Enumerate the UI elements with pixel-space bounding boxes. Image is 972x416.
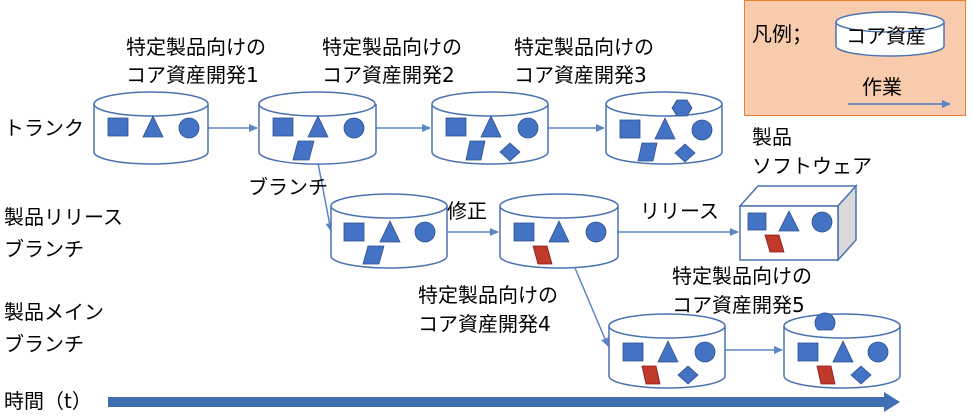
asset-cylinder-trunk-1 <box>93 91 209 165</box>
lane-main-label-line1: 製品メイン <box>4 300 104 324</box>
square-shape <box>272 117 294 137</box>
square-shape <box>343 222 365 242</box>
legend-work-label: 作業 <box>862 75 902 99</box>
circle-shape <box>691 119 713 141</box>
circle-shape <box>517 117 539 139</box>
parallelogram-shape <box>362 245 385 265</box>
diamond-shape <box>677 365 699 385</box>
lane-main-label-line2: ブランチ <box>4 332 84 356</box>
branch-label: ブランチ <box>248 175 328 199</box>
dev2-label-line2: コア資産開発2 <box>322 63 455 87</box>
asset-cylinder-main-1 <box>608 313 726 389</box>
parallelogram-shape <box>292 140 315 161</box>
triangle-shape <box>379 220 401 243</box>
fix-label: 修正 <box>447 199 487 223</box>
square-shape <box>513 222 535 242</box>
triangle-shape <box>832 340 854 363</box>
legend-asset-label: コア資産 <box>846 24 926 48</box>
circle-shape <box>867 341 889 363</box>
triangle-shape <box>307 115 329 138</box>
square-shape <box>445 117 467 137</box>
square-shape <box>747 212 767 231</box>
legend-title: 凡例； <box>752 22 812 46</box>
release-label: リリース <box>640 199 719 223</box>
circle-shape <box>585 221 607 243</box>
square-shape <box>619 119 641 139</box>
square-shape <box>107 117 129 137</box>
modified-parallelogram-shape <box>532 245 553 265</box>
circle-shape <box>343 117 365 139</box>
dev5-label-line2: コア資産開発5 <box>672 293 805 317</box>
circle-shape <box>811 211 833 233</box>
hexagon-shape <box>671 99 693 117</box>
asset-cylinder-trunk-3 <box>431 91 549 165</box>
triangle-shape <box>142 115 164 138</box>
parallelogram-shape <box>465 140 486 161</box>
dev3-label-line1: 特定製品向けの <box>514 35 654 59</box>
triangle-shape <box>778 210 800 232</box>
timeline-arrow <box>108 392 900 412</box>
circle-shape <box>414 221 436 243</box>
dev4-label-line2: コア資産開発4 <box>418 312 551 336</box>
product-label-line2: ソフトウェア <box>752 154 872 178</box>
asset-cylinder-trunk-4 <box>605 91 723 165</box>
dev5-label-line1: 特定製品向けの <box>672 264 812 288</box>
asset-cylinder-fixed <box>499 193 619 269</box>
dev1-label-line2: コア資産開発1 <box>126 63 259 87</box>
lane-trunk-label: トランク <box>4 116 84 140</box>
arrow-dev4 <box>574 267 609 347</box>
square-shape <box>797 342 819 362</box>
dev3-label-line2: コア資産開発3 <box>514 63 647 87</box>
half-circle-shape <box>814 312 836 331</box>
asset-cylinder-trunk-2 <box>258 91 377 165</box>
product-software-box <box>738 184 858 262</box>
asset-cylinder-release <box>330 193 448 269</box>
triangle-shape <box>654 117 676 140</box>
modified-parallelogram-shape <box>816 365 836 385</box>
diamond-shape <box>850 365 872 385</box>
modified-parallelogram-shape <box>764 234 785 253</box>
circle-shape <box>178 117 200 139</box>
dev2-label-line1: 特定製品向けの <box>322 35 462 59</box>
diamond-shape <box>499 142 521 162</box>
dev1-label-line1: 特定製品向けの <box>126 35 266 59</box>
modified-parallelogram-shape <box>641 365 661 385</box>
dev4-label-line1: 特定製品向けの <box>418 283 558 307</box>
lane-release-label-line2: ブランチ <box>4 237 84 261</box>
circle-shape <box>694 341 716 363</box>
parallelogram-shape <box>637 142 658 162</box>
triangle-shape <box>480 115 502 138</box>
triangle-shape <box>548 220 570 243</box>
asset-cylinder-main-2 <box>783 312 901 389</box>
product-label-line1: 製品 <box>752 125 792 149</box>
diamond-shape <box>674 143 696 163</box>
lane-release-label-line1: 製品リリース <box>4 205 123 229</box>
timeline-label: 時間（t） <box>4 389 92 413</box>
legend-asset-cylinder <box>835 11 945 57</box>
square-shape <box>622 342 644 362</box>
arrow-branch <box>317 162 334 232</box>
triangle-shape <box>657 340 679 363</box>
